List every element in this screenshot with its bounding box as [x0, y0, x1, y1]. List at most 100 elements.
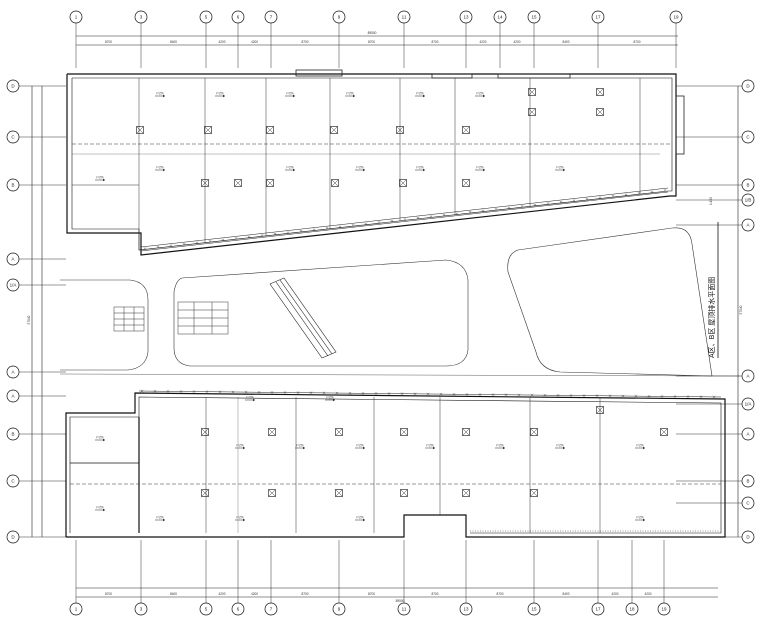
right-axis-1/B-label: 1/B — [745, 198, 752, 203]
top-axis-17 — [591, 10, 605, 24]
gutter-marker — [595, 394, 599, 398]
bottom-seg-dim: 4200 — [644, 592, 651, 596]
top-axis-1 — [69, 10, 83, 24]
roof-drain-icon — [399, 179, 407, 187]
gutter-marker — [338, 225, 342, 229]
gutter-marker — [439, 392, 443, 396]
slope-arrow-head — [243, 446, 245, 450]
slope-label: i=2% — [636, 444, 643, 448]
right-axis-C-label: C — [746, 135, 750, 140]
gutter-marker — [205, 390, 209, 394]
slope-label: i=2% — [236, 444, 243, 448]
roof-drain-cross — [335, 489, 343, 497]
slope-label: i=2% — [416, 166, 423, 170]
roof-drain-icon — [335, 489, 343, 497]
bottom-axis-6 — [231, 602, 245, 616]
gutter-marker — [221, 238, 225, 242]
bottom-seg-dim: 8700 — [368, 592, 375, 596]
bottom-seg-dim: 8700 — [301, 592, 308, 596]
roof-drain-icon — [462, 179, 470, 187]
roof-drain-cross — [396, 126, 404, 134]
slope-label: i=2% — [356, 166, 363, 170]
roof-drain-cross — [268, 489, 276, 497]
right-total-dim: 57040 — [739, 305, 743, 314]
top-axis-17-label: 17 — [595, 15, 601, 20]
bottom-axis-13 — [459, 602, 473, 616]
gutter-marker — [608, 394, 612, 398]
slope-label: i=2% — [356, 444, 363, 448]
roof-drain-icon — [266, 179, 274, 187]
right-axis-C — [741, 496, 755, 510]
roof-drain-cross — [201, 489, 209, 497]
roof-drain-cross — [528, 108, 536, 116]
left-axis-C-label: C — [11, 135, 15, 140]
left-axis-B — [6, 178, 20, 192]
right-axis-A-label: A — [746, 223, 749, 228]
top-axis-14-label: 14 — [497, 15, 503, 20]
gutter-marker — [299, 229, 303, 233]
slope-label: i=2% — [356, 516, 363, 520]
right-axis-D-label: D — [746, 84, 750, 89]
slope-label: i=2% — [556, 444, 563, 448]
roof-drain-icon — [335, 428, 343, 436]
right-axis-A — [741, 369, 755, 383]
roof-drain-cross — [330, 126, 338, 134]
roof-drain-icon — [201, 428, 209, 436]
roof-drain-icon — [530, 489, 538, 497]
gutter-marker — [195, 241, 199, 245]
gutter-marker — [582, 394, 586, 397]
gutter-marker — [309, 391, 313, 395]
gutter-marker — [660, 395, 664, 398]
bottom-seg-dim: 8700 — [496, 592, 503, 596]
roof-drain-cross — [462, 489, 470, 497]
slope-label: i=2% — [96, 506, 103, 510]
gutter-marker — [312, 228, 316, 231]
bottom-axis-18 — [625, 602, 639, 616]
slope-label: i=2% — [496, 444, 503, 448]
slope-arrow-head — [563, 446, 565, 450]
roof-drain-cross — [201, 179, 209, 187]
slope-arrow-head — [163, 168, 165, 172]
roof-drain-cross — [400, 489, 408, 497]
bottom-seg-dim: 8700 — [105, 592, 112, 596]
left-axis-C-label: C — [11, 479, 15, 484]
gutter-marker — [260, 234, 264, 237]
gutter-marker — [231, 390, 235, 394]
gutter-marker — [286, 231, 290, 234]
slope-arrow-head — [243, 518, 245, 522]
slope-arrow-head — [503, 446, 505, 450]
top-axis-14 — [493, 10, 507, 24]
top-axis-3-label: 3 — [140, 15, 143, 20]
roof-drain-cross — [399, 179, 407, 187]
bottom-seg-dim: 4200 — [251, 592, 258, 596]
slope-arrow-head — [363, 518, 365, 522]
right-axis-A — [741, 427, 755, 441]
gutter-b-markers — [140, 389, 716, 399]
slope-label: i=2% — [416, 92, 423, 96]
bottom-seg-dim: 4200 — [611, 592, 618, 596]
roof-drain-icon — [331, 179, 339, 187]
bottom-axis-11 — [397, 602, 411, 616]
right-axis-1/A — [741, 397, 755, 411]
gutter-marker — [647, 394, 651, 398]
gutter-marker — [569, 394, 573, 397]
gutter-marker — [247, 235, 251, 239]
roof-drain-cross — [596, 88, 604, 96]
gutter-marker — [673, 395, 677, 398]
roof-drain-icon — [201, 489, 209, 497]
bottom-axis-1-label: 1 — [75, 607, 78, 612]
slope-arrow-head — [643, 518, 645, 522]
slope-arrow-head — [253, 398, 255, 402]
gutter-marker — [234, 237, 238, 240]
gutter-marker — [530, 393, 534, 397]
roof-drain-icon — [596, 88, 604, 96]
right-axis-B-label: B — [746, 479, 749, 484]
left-axis-A-label: A — [11, 257, 14, 262]
gutter-marker — [426, 392, 430, 396]
top-seg-dim: 4200 — [513, 40, 520, 44]
right-axis-D — [741, 79, 755, 93]
gutter-marker — [377, 221, 381, 224]
